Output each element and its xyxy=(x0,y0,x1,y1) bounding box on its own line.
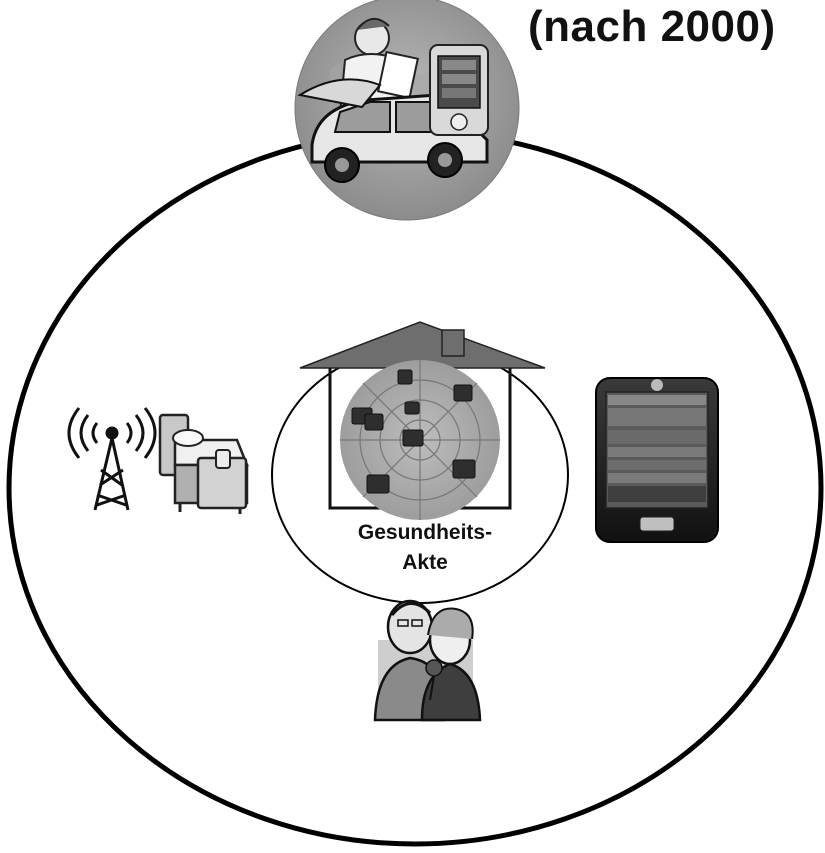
elderly-couple-icon xyxy=(373,599,482,722)
health-record-network-icon xyxy=(299,321,546,520)
mobile-care-icon xyxy=(294,0,520,221)
radio-tower-icon xyxy=(67,407,157,511)
health-record-label-line2: Akte xyxy=(402,551,448,574)
care-bed-icon xyxy=(158,413,249,514)
health-record-label-line1: Gesundheits- xyxy=(357,521,493,544)
pda-device-icon xyxy=(595,377,719,543)
page-title: (nach 2000) xyxy=(528,2,776,51)
